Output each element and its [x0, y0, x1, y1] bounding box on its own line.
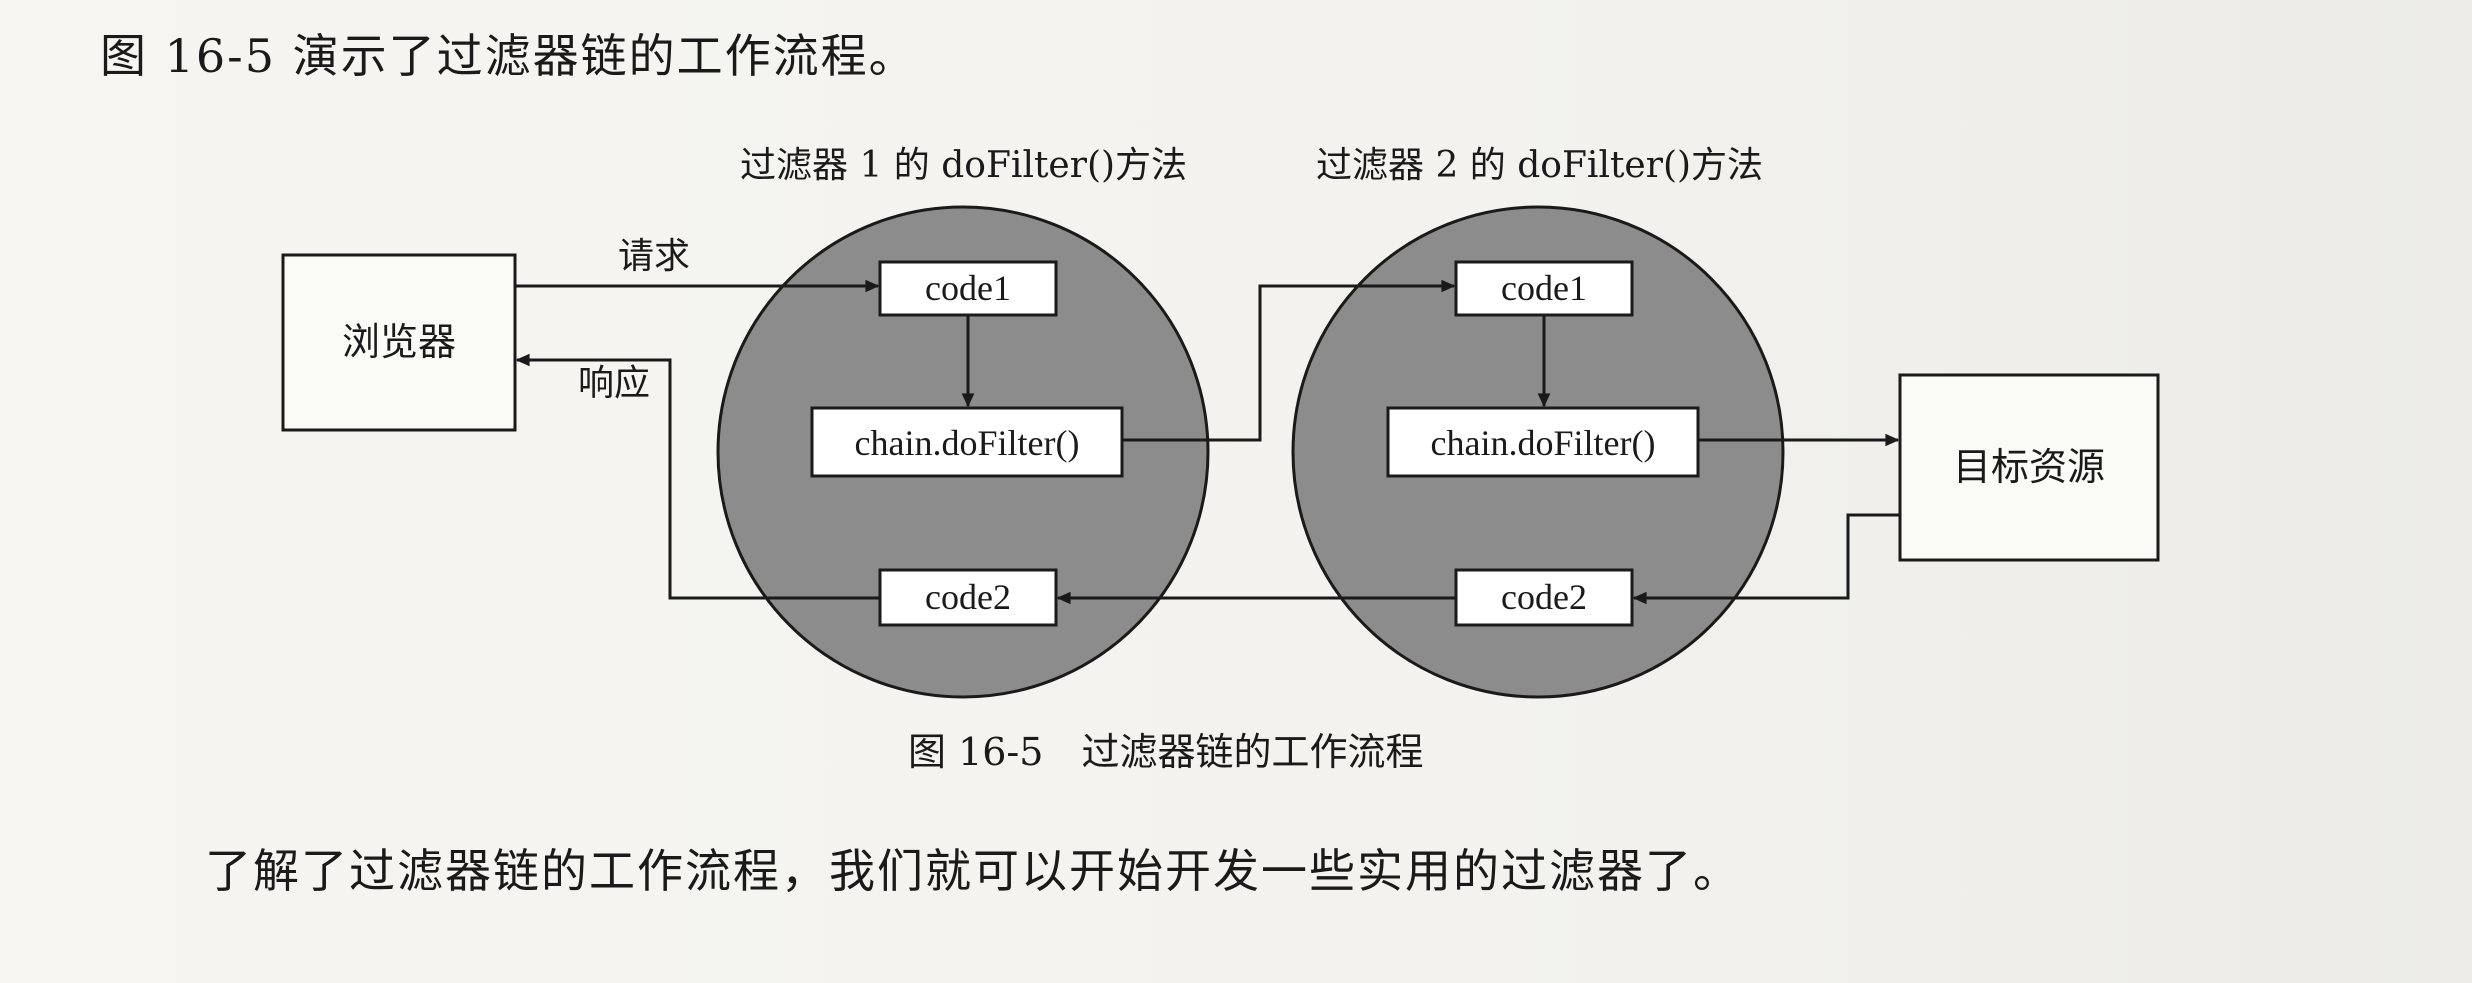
response-label: 响应	[578, 363, 650, 404]
filter2-chain-label: chain.doFilter()	[1431, 423, 1656, 463]
filter1-title: 过滤器 1 的 doFilter()方法	[740, 145, 1187, 186]
filter1-chain-box	[810, 406, 1124, 478]
browser-label: 浏览器	[342, 320, 456, 364]
filter2-code2-label: code2	[1501, 577, 1587, 617]
filter1-code1-box	[878, 260, 1058, 317]
response-arrow	[515, 353, 880, 600]
filter2-chain-box	[1386, 406, 1700, 478]
intro-paragraph: 图 16-5 演示了过滤器链的工作流程。	[100, 29, 917, 83]
filter1-code2-label: code2	[925, 577, 1011, 617]
outro-paragraph: 了解了过滤器链的工作流程，我们就可以开始开发一些实用的过滤器了。	[205, 844, 1741, 898]
filter1-chain-label: chain.doFilter()	[855, 423, 1080, 463]
target-resource-box	[1898, 373, 2160, 562]
target-to-filter2-code2-arrow	[1632, 513, 1900, 605]
filter1-code1-label: code1	[925, 268, 1011, 308]
filter2-code1-label: code1	[1501, 268, 1587, 308]
figure-caption: 图 16-5 过滤器链的工作流程	[908, 730, 1423, 774]
chain-to-filter2-arrow	[1122, 279, 1456, 442]
request-label: 请求	[618, 236, 690, 277]
filter2-code1-box	[1454, 260, 1634, 317]
filter2-title: 过滤器 2 的 doFilter()方法	[1316, 145, 1763, 186]
target-resource-label: 目标资源	[1953, 445, 2105, 489]
browser-box	[281, 253, 517, 432]
